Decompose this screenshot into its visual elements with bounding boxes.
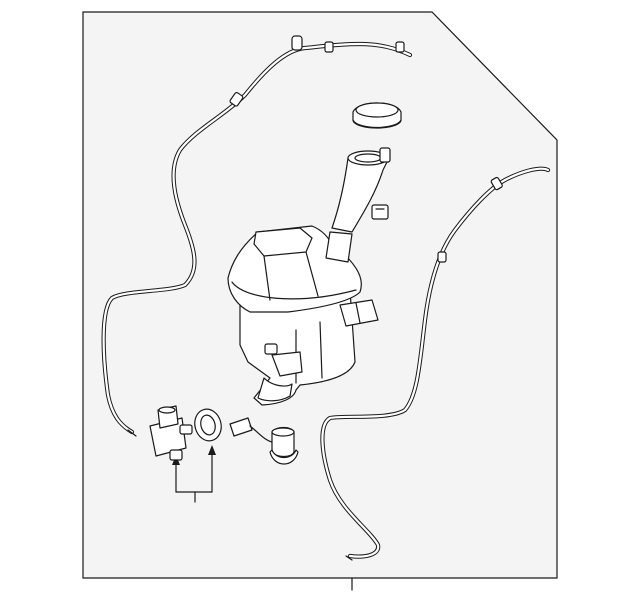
washer-reservoir [227,225,379,406]
hose-clip-icon [490,176,503,191]
hose-clip-icon [229,91,244,107]
hose-clip-icon [395,41,405,53]
pump-grommet [194,408,222,442]
front-washer-hose [101,35,413,435]
washer-pump [149,405,193,461]
front-hose-end [127,429,137,437]
filler-neck [331,147,391,233]
lower-hose-end [345,555,353,561]
arrow-icon [208,445,216,455]
hose-clip-icon [291,35,303,51]
hose-clip-icon [437,251,447,263]
rear-washer-hose [320,166,551,559]
reservoir-cap [352,102,402,129]
level-sensor [229,417,299,465]
hose-clip-icon [324,41,334,53]
